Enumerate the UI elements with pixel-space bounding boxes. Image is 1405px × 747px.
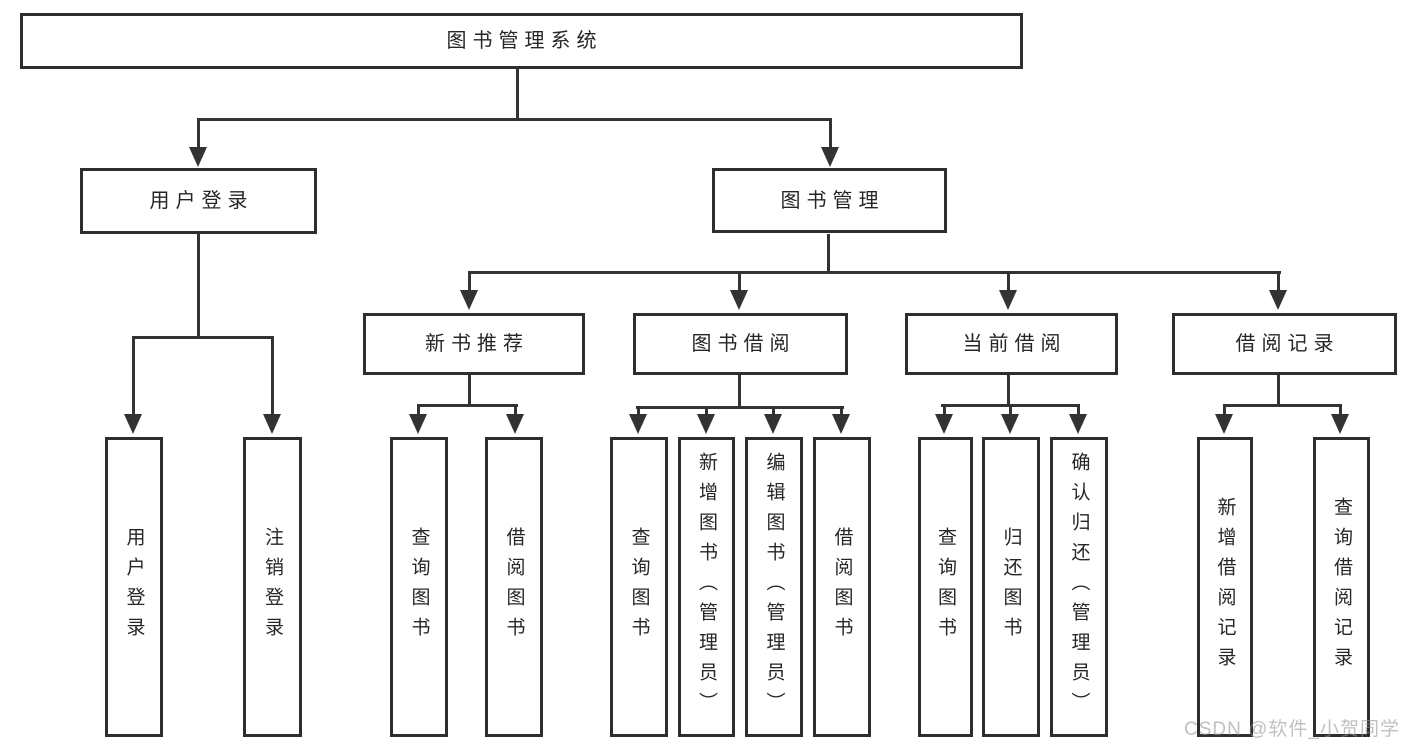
connector-line bbox=[1339, 404, 1342, 416]
connector-line bbox=[1007, 375, 1010, 406]
arrow-down-icon bbox=[263, 414, 281, 434]
connector-line bbox=[840, 406, 843, 416]
leaf-add-borrow-record: 新增借阅记录 bbox=[1197, 437, 1253, 737]
arrow-down-icon bbox=[1215, 414, 1233, 434]
connector-line bbox=[514, 404, 517, 416]
connector-line bbox=[827, 234, 830, 274]
leaf-user-login: 用户登录 bbox=[105, 437, 163, 737]
connector-line bbox=[1077, 404, 1080, 416]
arrow-down-icon bbox=[1001, 414, 1019, 434]
leaf-label: 编辑图书（管理员） bbox=[763, 452, 785, 722]
leaf-borrow-books: 借阅图书 bbox=[813, 437, 871, 737]
leaf-query-borrow-record: 查询借阅记录 bbox=[1313, 437, 1370, 737]
node-label: 借阅记录 bbox=[1235, 333, 1340, 355]
connector-line bbox=[516, 69, 519, 118]
leaf-label: 确认归还（管理员） bbox=[1068, 452, 1090, 722]
leaf-logout: 注销登录 bbox=[243, 437, 302, 737]
connector-line bbox=[468, 271, 1281, 274]
node-label: 新书推荐 bbox=[425, 333, 529, 355]
connector-line bbox=[829, 118, 832, 152]
node-label: 当前借阅 bbox=[962, 333, 1067, 355]
connector-line bbox=[197, 118, 200, 152]
node-borrow-records: 借阅记录 bbox=[1172, 313, 1397, 375]
leaf-label: 借阅图书 bbox=[503, 527, 525, 647]
arrow-down-icon bbox=[189, 147, 207, 167]
leaf-query-books-current: 查询图书 bbox=[918, 437, 973, 737]
node-user-login: 用户登录 bbox=[80, 168, 317, 234]
leaf-label: 查询图书 bbox=[408, 527, 430, 647]
arrow-down-icon bbox=[460, 290, 478, 310]
node-book-management: 图书管理 bbox=[712, 168, 947, 233]
connector-line bbox=[738, 375, 741, 408]
node-new-book-recommend: 新书推荐 bbox=[363, 313, 585, 375]
connector-line bbox=[705, 406, 708, 416]
node-book-borrow: 图书借阅 bbox=[633, 313, 848, 375]
leaf-borrow-books-recommend: 借阅图书 bbox=[485, 437, 543, 737]
arrow-down-icon bbox=[821, 147, 839, 167]
leaf-label: 查询图书 bbox=[628, 527, 650, 647]
connector-line bbox=[197, 234, 200, 336]
connector-line bbox=[738, 271, 741, 293]
arrow-down-icon bbox=[832, 414, 850, 434]
leaf-add-book-admin: 新增图书（管理员） bbox=[678, 437, 735, 737]
node-library-management-system: 图书管理系统 bbox=[20, 13, 1023, 69]
connector-line bbox=[1277, 271, 1280, 293]
arrow-down-icon bbox=[764, 414, 782, 434]
node-label: 用户登录 bbox=[149, 190, 254, 212]
leaf-label: 查询借阅记录 bbox=[1331, 497, 1352, 677]
connector-line bbox=[417, 404, 420, 416]
connector-line bbox=[132, 336, 274, 339]
connector-line bbox=[132, 336, 135, 421]
arrow-down-icon bbox=[1069, 414, 1087, 434]
arrow-down-icon bbox=[730, 290, 748, 310]
leaf-label: 新增图书（管理员） bbox=[696, 452, 717, 722]
connector-line bbox=[1277, 375, 1280, 406]
arrow-down-icon bbox=[409, 414, 427, 434]
leaf-label: 查询图书 bbox=[935, 527, 956, 647]
connector-line bbox=[1223, 404, 1342, 407]
connector-line bbox=[772, 406, 775, 416]
connector-line bbox=[468, 271, 471, 293]
leaf-query-books-recommend: 查询图书 bbox=[390, 437, 448, 737]
connector-line bbox=[1009, 404, 1012, 416]
csdn-watermark: CSDN @软件_小贺同学 bbox=[1184, 719, 1400, 740]
connector-line bbox=[271, 336, 274, 421]
connector-line bbox=[1007, 271, 1010, 293]
node-label: 图书管理 bbox=[780, 189, 885, 212]
connector-line bbox=[468, 375, 471, 407]
leaf-label: 用户登录 bbox=[123, 527, 145, 647]
connector-line bbox=[197, 118, 832, 121]
arrow-down-icon bbox=[1269, 290, 1287, 310]
arrow-down-icon bbox=[697, 414, 715, 434]
connector-line bbox=[637, 406, 640, 416]
arrow-down-icon bbox=[935, 414, 953, 434]
leaf-edit-book-admin: 编辑图书（管理员） bbox=[745, 437, 803, 737]
arrow-down-icon bbox=[124, 414, 142, 434]
leaf-return-book: 归还图书 bbox=[982, 437, 1040, 737]
arrow-down-icon bbox=[629, 414, 647, 434]
connector-line bbox=[1223, 404, 1226, 416]
node-current-borrow: 当前借阅 bbox=[905, 313, 1118, 375]
leaf-label: 新增借阅记录 bbox=[1214, 497, 1236, 677]
leaf-query-books-borrow: 查询图书 bbox=[610, 437, 668, 737]
arrow-down-icon bbox=[999, 290, 1017, 310]
arrow-down-icon bbox=[506, 414, 524, 434]
leaf-label: 借阅图书 bbox=[831, 527, 853, 647]
connector-line bbox=[417, 404, 518, 407]
arrow-down-icon bbox=[1331, 414, 1349, 434]
connector-line bbox=[636, 406, 844, 409]
node-label: 图书管理系统 bbox=[446, 30, 603, 52]
leaf-label: 注销登录 bbox=[262, 527, 283, 647]
leaf-label: 归还图书 bbox=[1000, 527, 1022, 647]
connector-line bbox=[943, 404, 946, 416]
node-label: 图书借阅 bbox=[691, 333, 796, 355]
leaf-confirm-return-admin: 确认归还（管理员） bbox=[1050, 437, 1108, 737]
